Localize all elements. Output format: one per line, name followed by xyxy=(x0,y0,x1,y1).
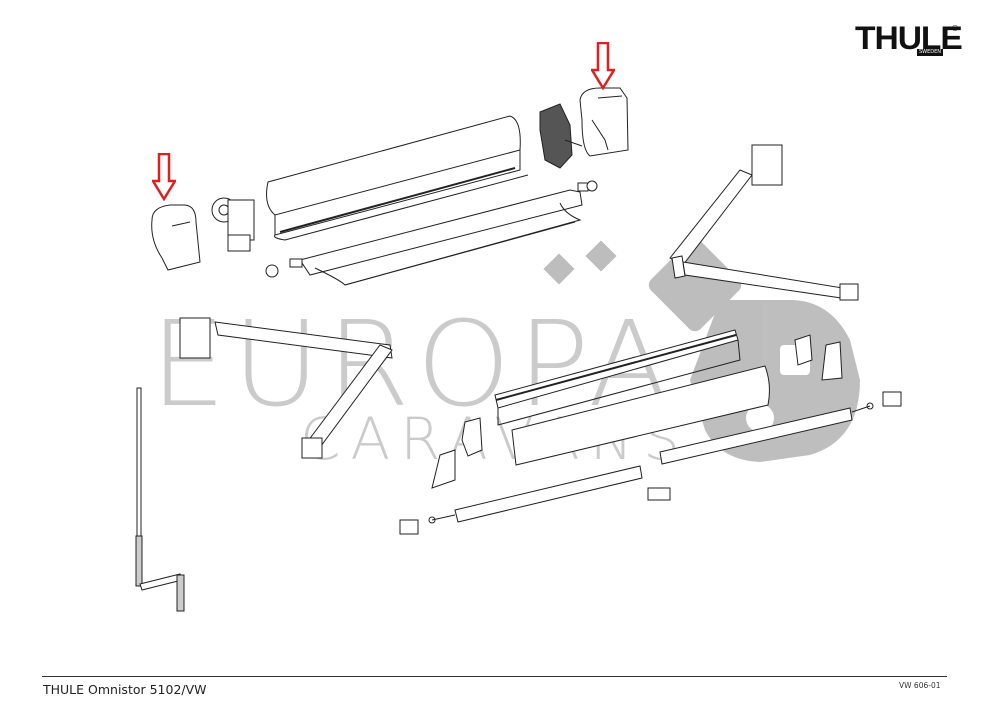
leg-bracket-right[interactable] xyxy=(882,391,902,407)
footer-document-code: VW 606-01 xyxy=(899,681,941,690)
right-bushing[interactable] xyxy=(586,180,598,192)
logo-subtext: SWEDEN xyxy=(917,49,944,56)
left-end-cap-cover[interactable] xyxy=(151,204,201,271)
end-cover-right[interactable] xyxy=(821,341,843,381)
right-gear-end-piece[interactable] xyxy=(539,103,583,169)
left-gear-end-piece[interactable] xyxy=(211,197,255,252)
right-end-cap-cover[interactable] xyxy=(579,87,629,157)
end-cover-left[interactable] xyxy=(431,449,456,489)
lead-rail-cover[interactable] xyxy=(511,365,770,466)
lead-rail-end-cap-left[interactable] xyxy=(461,417,483,457)
awning-housing[interactable] xyxy=(266,115,529,241)
registered-mark: ® xyxy=(951,24,959,33)
crank-handle[interactable] xyxy=(135,387,185,612)
down-arrow-icon xyxy=(152,153,176,201)
left-bushing[interactable] xyxy=(265,264,279,278)
logo-wordmark: THULE xyxy=(855,20,963,56)
right-support-arm[interactable] xyxy=(669,144,859,301)
roller-tube-with-fabric[interactable] xyxy=(289,182,589,286)
lead-rail-profile[interactable] xyxy=(494,329,741,426)
footer-title: THULE Omnistor 5102/VW xyxy=(43,682,207,697)
thule-logo: THULE SWEDEN ® xyxy=(855,20,965,58)
leg-bracket-left[interactable] xyxy=(399,519,419,535)
lead-rail-end-cap-right[interactable] xyxy=(794,334,813,366)
leg-bracket-middle[interactable] xyxy=(647,487,671,501)
footer-divider xyxy=(42,676,947,677)
telescopic-leg-left[interactable] xyxy=(428,465,643,524)
telescopic-leg-right[interactable] xyxy=(659,402,874,465)
left-support-arm[interactable] xyxy=(179,317,393,459)
down-arrow-icon xyxy=(591,42,615,90)
